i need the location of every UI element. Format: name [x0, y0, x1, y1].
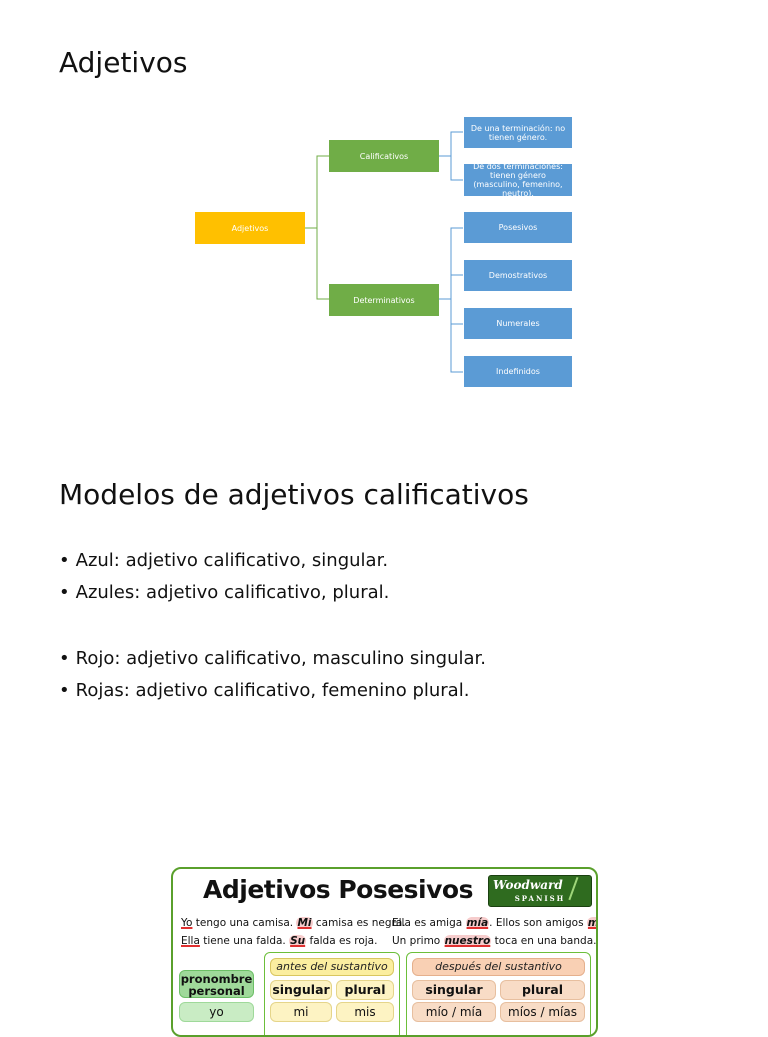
node-indefinidos: Indefinidos — [463, 355, 573, 388]
example-line: Ella es amiga mía. Ellos son amigos míos… — [392, 917, 596, 929]
list-item: Azules: adjetivo calificativo, plural. — [59, 577, 390, 609]
connector-det-indefinidos — [450, 324, 463, 373]
cell-pron-yo: yo — [179, 1002, 254, 1022]
connector-calif-dos — [450, 156, 463, 181]
list-item: Rojas: adjetivo calificativo, femenino p… — [59, 675, 486, 707]
connector-det-numerales — [450, 299, 463, 325]
section-title-adjetivos: Adjetivos — [59, 46, 188, 79]
fern-icon — [568, 876, 592, 906]
header-pronombre-personal: pronombre personal — [179, 970, 254, 998]
node-adjetivos: Adjetivos — [195, 212, 305, 244]
example-line: Un primo nuestro toca en una banda. — [392, 935, 597, 947]
node-calificativos: Calificativos — [329, 140, 439, 172]
list-item: Azul: adjetivo calificativo, singular. — [59, 545, 389, 577]
connector-root-determinativos — [316, 228, 329, 300]
cell-antes-singular: mi — [270, 1002, 332, 1022]
list-item: Rojo: adjetivo calificativo, masculino s… — [59, 643, 486, 675]
node-una-terminacion: De una terminación: no tienen género. — [463, 116, 573, 149]
header-despues-del-sustantivo: después del sustantivo — [412, 958, 585, 976]
node-numerales: Numerales — [463, 307, 573, 340]
logo-text: Woodward — [493, 878, 563, 892]
cell-antes-plural: mis — [336, 1002, 394, 1022]
header-singular: singular — [412, 980, 496, 1000]
cell-despues-plural: míos / mías — [500, 1002, 585, 1022]
header-singular: singular — [270, 980, 332, 1000]
header-plural: plural — [336, 980, 394, 1000]
panel-despues — [406, 952, 591, 1035]
node-posesivos: Posesivos — [463, 211, 573, 244]
connector-det-posesivos — [439, 227, 463, 300]
node-demostrativos: Demostrativos — [463, 259, 573, 292]
node-dos-terminaciones: De dos terminaciones: tienen género (mas… — [463, 162, 573, 198]
example-line: Ella tiene una falda. Su falda es roja. — [181, 935, 378, 947]
example-line: Yo tengo una camisa. Mi camisa es negra. — [181, 917, 406, 929]
poster-title: Adjetivos Posesivos — [203, 875, 473, 904]
bullet-list-azul: Azul: adjetivo calificativo, singular. A… — [59, 545, 390, 609]
posesivos-poster: Adjetivos Posesivos Woodward SPANISH Yo … — [171, 867, 598, 1037]
section-title-modelos: Modelos de adjetivos calificativos — [59, 478, 529, 511]
header-antes-del-sustantivo: antes del sustantivo — [270, 958, 394, 976]
bullet-list-rojo: Rojo: adjetivo calificativo, masculino s… — [59, 643, 486, 707]
connector-calif-una — [439, 131, 463, 157]
node-determinativos: Determinativos — [329, 284, 439, 316]
header-plural: plural — [500, 980, 585, 1000]
panel-antes — [264, 952, 400, 1035]
woodward-logo: Woodward SPANISH — [488, 875, 592, 907]
logo-subtext: SPANISH — [514, 894, 566, 903]
connector-root-calificativos — [305, 155, 329, 229]
cell-despues-singular: mío / mía — [412, 1002, 496, 1022]
